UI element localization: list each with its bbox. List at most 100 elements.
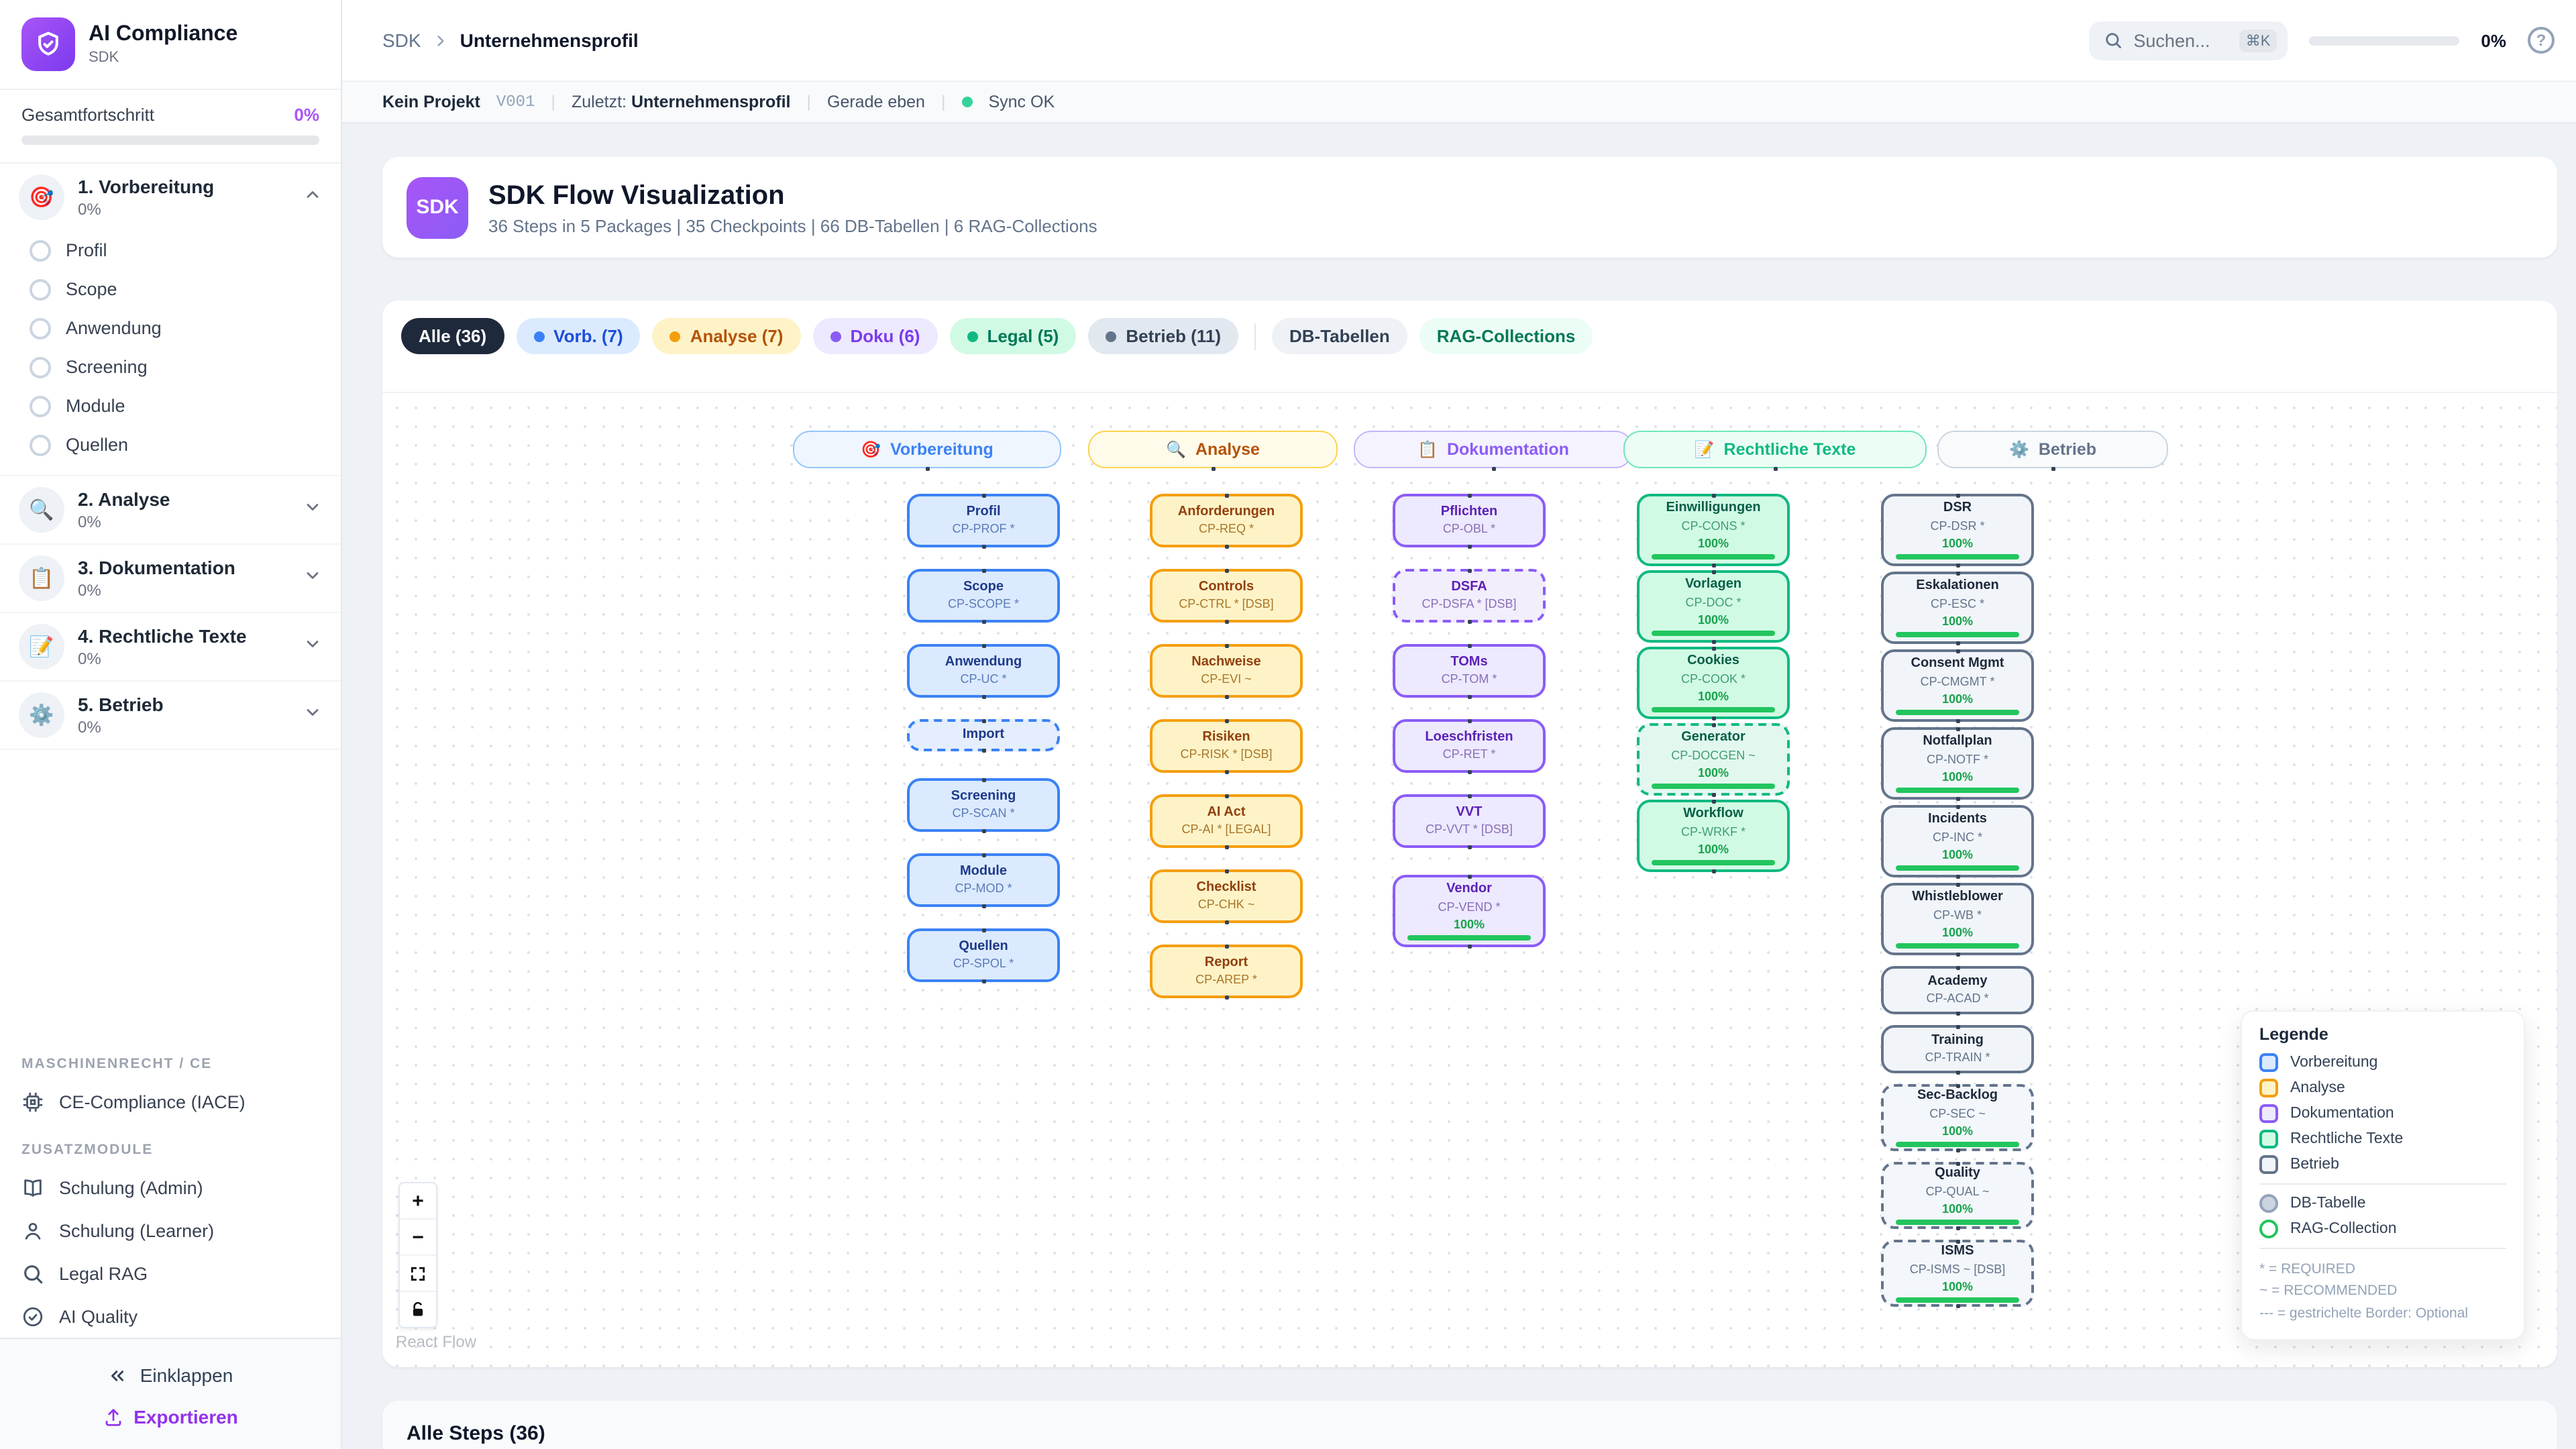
app-subtitle: SDK [89, 49, 119, 66]
search-input[interactable]: Suchen... ⌘K [2089, 21, 2288, 60]
phase-label: 1. Vorbereitung [78, 176, 215, 198]
sidebar-item-schulung-admin-[interactable]: Schulung (Admin) [0, 1166, 341, 1209]
sidebar-step-module[interactable]: Module [0, 386, 341, 425]
search-icon [21, 1262, 44, 1285]
step-radio[interactable] [30, 278, 51, 300]
filter-pill-doku-6-[interactable]: Doku (6) [812, 318, 938, 354]
step-radio[interactable] [30, 434, 51, 455]
group-header-betrieb[interactable]: ⚙️Betrieb [1937, 431, 2168, 470]
sidebar-step-anwendung[interactable]: Anwendung [0, 309, 341, 347]
sidebar-step-profil[interactable]: Profil [0, 231, 341, 270]
legend-title: Legende [2259, 1025, 2328, 1044]
last-edited: Zuletzt: Unternehmensprofil [572, 93, 791, 111]
node-title: VVT [1456, 804, 1483, 820]
sidebar-item-ce-compliance-iace-[interactable]: CE-Compliance (IACE) [0, 1080, 341, 1123]
group-header-analyse[interactable]: 🔍Analyse [1088, 431, 1338, 470]
sidebar-step-quellen[interactable]: Quellen [0, 425, 341, 464]
filter-pill-vorb-7-[interactable]: Vorb. (7) [516, 318, 641, 354]
step-radio[interactable] [30, 356, 51, 378]
export-button[interactable]: Exportieren [0, 1395, 341, 1428]
filter-pill-legal-5-[interactable]: Legal (5) [949, 318, 1077, 354]
node-progress-value: 100% [1453, 917, 1485, 931]
group-header-dokumentation[interactable]: 📋Dokumentation [1354, 431, 1633, 470]
flow-node-import[interactable]: Import [907, 718, 1060, 752]
filter-pill-db-tabellen[interactable]: DB-Tabellen [1272, 318, 1407, 354]
step-radio[interactable] [30, 317, 51, 339]
sidebar-step-scope[interactable]: Scope [0, 270, 341, 309]
zoom-out-button[interactable]: − [400, 1220, 436, 1256]
group-header-rechtliche-texte[interactable]: 📝Rechtliche Texte [1623, 431, 1927, 470]
lock-button[interactable] [400, 1292, 436, 1327]
step-radio[interactable] [30, 395, 51, 417]
phase-progress: 0% [78, 199, 101, 219]
collapse-sidebar-button[interactable]: Einklappen [0, 1355, 341, 1395]
help-icon[interactable]: ? [2528, 27, 2555, 54]
group-header-vorbereitung[interactable]: 🎯Vorbereitung [793, 431, 1061, 470]
node-progress-bar [1895, 709, 2020, 715]
step-radio[interactable] [30, 239, 51, 261]
breadcrumb-root[interactable]: SDK [382, 30, 421, 51]
filter-pill-alle-36-[interactable]: Alle (36) [401, 318, 504, 354]
sidebar-item-legal-rag[interactable]: Legal RAG [0, 1252, 341, 1295]
filter-pill-row: Alle (36) Vorb. (7) Analyse (7) Doku (6) Leg… [382, 301, 2557, 370]
filter-pill-rag-collections[interactable]: RAG-Collections [1419, 318, 1593, 354]
node-code: CP-ISMS ~ [DSB] [1909, 1262, 2006, 1276]
sidebar-item-ai-quality[interactable]: AI Quality [0, 1295, 341, 1338]
filter-pill-betrieb-11-[interactable]: Betrieb (11) [1088, 318, 1238, 354]
fit-view-button[interactable] [400, 1256, 436, 1292]
sidebar-item-schulung-learner-[interactable]: Schulung (Learner) [0, 1209, 341, 1252]
divider: | [941, 93, 946, 111]
sidebar-step-screening[interactable]: Screening [0, 347, 341, 386]
node-progress-bar [1651, 783, 1776, 789]
node-title: Generator [1681, 730, 1746, 745]
node-title: Quality [1935, 1166, 1980, 1181]
legend-item-amber: Analyse [2259, 1079, 2506, 1097]
item-label: CE-Compliance (IACE) [59, 1091, 246, 1112]
filter-pill-analyse-7-[interactable]: Analyse (7) [652, 318, 801, 354]
step-label: Module [66, 396, 125, 416]
zoom-in-button[interactable]: + [400, 1183, 436, 1220]
